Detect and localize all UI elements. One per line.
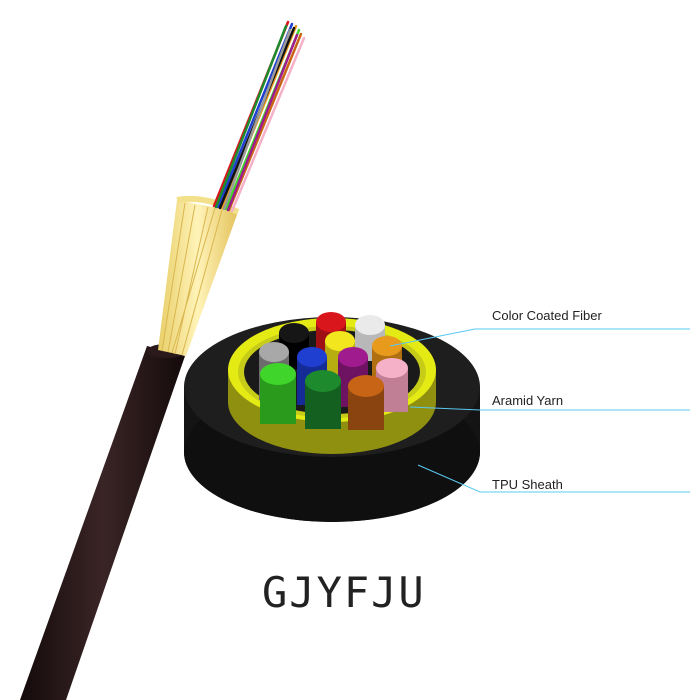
callout-line-yarn — [409, 406, 690, 411]
cable-sheath — [20, 344, 185, 700]
fiber-brown — [348, 375, 384, 430]
callout-label-aramid-yarn: Aramid Yarn — [492, 393, 564, 408]
section-fibers — [259, 312, 408, 430]
product-model-title: GJYFJU — [262, 568, 426, 617]
fiber-dark-green — [305, 370, 341, 429]
callout-lines — [389, 328, 690, 493]
fiber-strands — [212, 20, 306, 213]
callout-line-sheath — [417, 464, 690, 493]
fiber-green — [260, 363, 296, 424]
callout-line-fiber — [389, 328, 690, 347]
callout-label-tpu-sheath: TPU Sheath — [492, 477, 563, 492]
callout-label-color-coated-fiber: Color Coated Fiber — [492, 308, 602, 323]
aramid-yarn-bundle — [158, 195, 240, 356]
